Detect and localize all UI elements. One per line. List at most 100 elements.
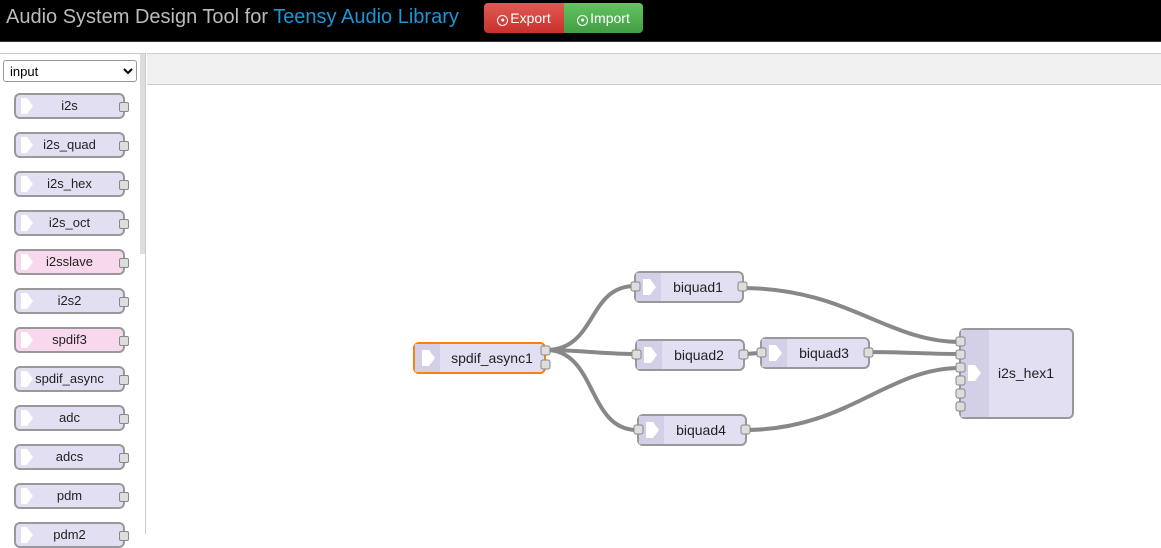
node-label: biquad2 xyxy=(674,347,724,363)
palette-node-label: i2s_oct xyxy=(48,215,91,230)
flow-diagram[interactable]: spdif_async1 biquad1 biquad2 xyxy=(147,84,1161,533)
arrow-icon xyxy=(646,422,659,438)
palette-node[interactable]: spdif3 xyxy=(14,327,129,353)
output-port xyxy=(119,258,129,268)
palette-node-label: adcs xyxy=(55,449,84,464)
input-port[interactable] xyxy=(955,349,966,360)
node-spdif-async1[interactable]: spdif_async1 xyxy=(413,342,551,374)
arrow-icon xyxy=(21,98,33,114)
node-i2s-hex1[interactable]: i2s_hex1 xyxy=(955,328,1074,419)
output-port[interactable] xyxy=(540,345,551,356)
palette-node[interactable]: i2s xyxy=(14,93,129,119)
input-port[interactable] xyxy=(756,347,767,358)
palette-node-label: i2s2 xyxy=(57,293,82,308)
app-title: Audio System Design Tool for Teensy Audi… xyxy=(6,6,459,29)
palette-node[interactable]: i2s_quad xyxy=(14,132,129,158)
workspace-canvas[interactable]: spdif_async1 biquad1 biquad2 xyxy=(147,84,1161,533)
palette-node-label: i2s xyxy=(61,98,78,113)
output-port[interactable] xyxy=(738,349,749,360)
arrow-icon xyxy=(21,371,33,387)
output-port[interactable] xyxy=(863,347,874,358)
output-port[interactable] xyxy=(540,359,551,370)
arrow-icon xyxy=(644,347,657,363)
arrow-icon xyxy=(21,137,33,153)
input-port[interactable] xyxy=(955,336,966,347)
input-port[interactable] xyxy=(955,375,966,386)
output-port xyxy=(119,297,129,307)
arrow-icon xyxy=(21,449,33,465)
output-port xyxy=(119,102,129,112)
palette-node-label: adc xyxy=(59,410,80,425)
output-port[interactable] xyxy=(737,281,748,292)
output-port xyxy=(119,141,129,151)
node-label: biquad3 xyxy=(799,345,849,361)
export-label: Export xyxy=(510,10,551,26)
library-link[interactable]: Teensy Audio Library xyxy=(273,6,459,28)
output-port xyxy=(119,531,129,541)
node-biquad3[interactable]: biquad3 xyxy=(756,337,874,369)
palette-node[interactable]: i2s2 xyxy=(14,288,129,314)
app-title-prefix: Audio System Design Tool for xyxy=(6,6,274,28)
node-label: spdif_async1 xyxy=(451,350,533,366)
palette-node-label: i2s_quad xyxy=(43,137,96,152)
palette-node[interactable]: i2sslave xyxy=(14,249,129,275)
node-biquad1[interactable]: biquad1 xyxy=(630,271,748,303)
output-port xyxy=(119,492,129,502)
arrow-icon xyxy=(422,350,435,366)
palette-node-label: i2s_hex xyxy=(47,176,92,191)
input-port[interactable] xyxy=(631,349,642,360)
export-icon: ● xyxy=(497,15,509,26)
arrow-icon xyxy=(21,293,33,309)
input-port[interactable] xyxy=(955,401,966,412)
node-label: biquad4 xyxy=(676,422,726,438)
node-palette: input i2s i2s_quad i2s_hex i2s_oct i2sslave i… xyxy=(0,53,146,548)
palette-node-label: pdm xyxy=(56,488,83,503)
output-port xyxy=(119,180,129,190)
palette-node[interactable]: i2s_hex xyxy=(14,171,129,197)
input-port[interactable] xyxy=(955,362,966,373)
output-port xyxy=(119,375,129,385)
arrow-icon xyxy=(21,176,33,192)
wire-spdif-biquad4[interactable] xyxy=(545,348,638,432)
header-bar: Audio System Design Tool for Teensy Audi… xyxy=(0,0,1161,42)
palette-node[interactable]: adc xyxy=(14,405,129,431)
palette-node-label: i2sslave xyxy=(46,254,93,269)
wire-biquad1-i2s-hex1[interactable] xyxy=(741,286,961,344)
palette-node-label: pdm2 xyxy=(53,527,86,542)
node-biquad2[interactable]: biquad2 xyxy=(631,339,749,371)
wire-biquad4-i2s-hex1[interactable] xyxy=(744,366,961,432)
workspace-tabs-bar xyxy=(147,53,1161,85)
node-label: biquad1 xyxy=(673,279,723,295)
arrow-icon xyxy=(769,345,782,361)
arrow-icon xyxy=(643,279,656,295)
palette-node[interactable]: pdm xyxy=(14,483,129,509)
export-button[interactable]: ●Export xyxy=(484,3,564,33)
node-biquad4[interactable]: biquad4 xyxy=(633,414,751,446)
palette-node[interactable]: i2s_oct xyxy=(14,210,129,236)
arrow-icon xyxy=(21,332,33,348)
output-port xyxy=(119,336,129,346)
arrow-icon xyxy=(21,527,33,543)
node-label: i2s_hex1 xyxy=(998,365,1054,381)
import-label: Import xyxy=(590,10,630,26)
arrow-icon xyxy=(21,410,33,426)
output-port[interactable] xyxy=(740,424,751,435)
arrow-icon xyxy=(21,215,33,231)
input-port[interactable] xyxy=(955,388,966,399)
output-port xyxy=(119,414,129,424)
category-select[interactable]: input xyxy=(3,60,137,82)
arrow-icon xyxy=(968,365,981,381)
output-port xyxy=(119,219,129,229)
palette-node[interactable]: adcs xyxy=(14,444,129,470)
wire-biquad3-i2s-hex1[interactable] xyxy=(867,350,961,356)
output-port xyxy=(119,453,129,463)
import-icon: ● xyxy=(577,15,589,26)
input-port[interactable] xyxy=(630,281,641,292)
palette-node-label: spdif3 xyxy=(52,332,87,347)
wire-spdif-biquad1[interactable] xyxy=(545,284,636,352)
import-button[interactable]: ●Import xyxy=(564,3,643,33)
input-port[interactable] xyxy=(633,424,644,435)
palette-node[interactable]: spdif_async xyxy=(14,366,129,392)
palette-node[interactable]: pdm2 xyxy=(14,522,129,548)
palette-scrollbar[interactable] xyxy=(140,54,145,254)
